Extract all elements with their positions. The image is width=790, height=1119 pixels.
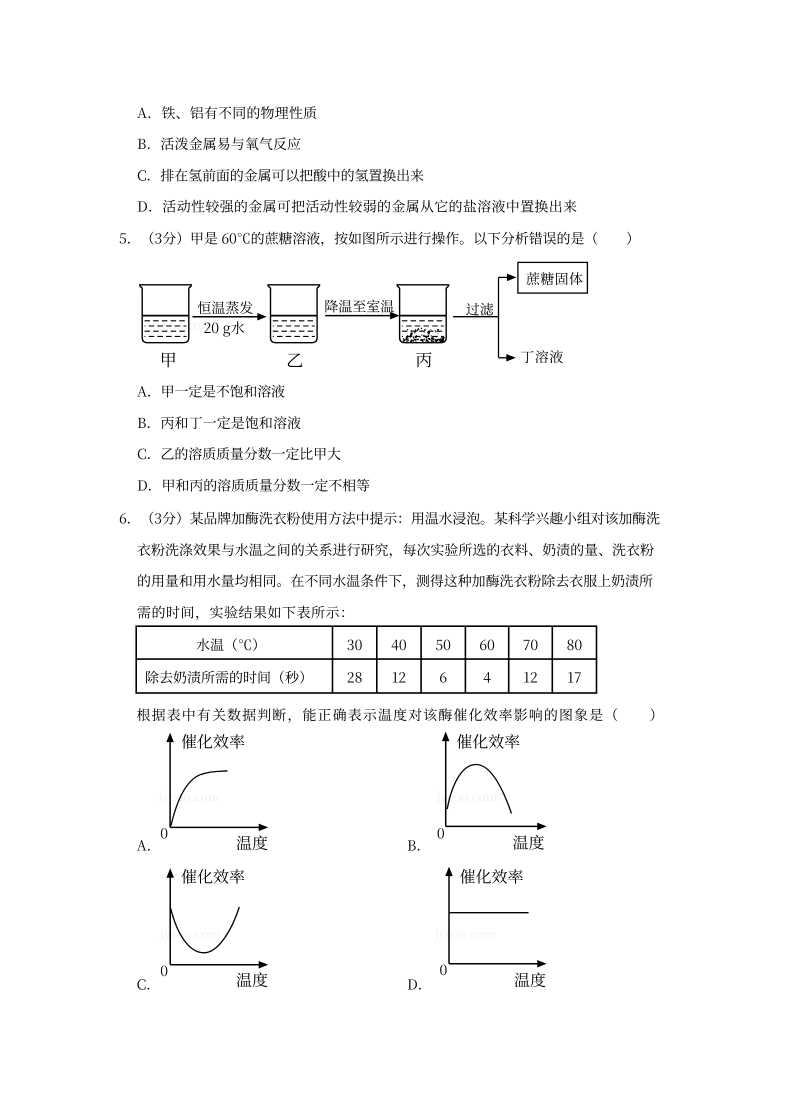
svg-text:A．铁、铝有不同的物理性质: A．铁、铝有不同的物理性质 (137, 103, 317, 123)
svg-text:温度: 温度 (513, 831, 545, 854)
svg-text:jyeoo.com: jyeoo.com (159, 926, 221, 943)
svg-text:jyeoo.com: jyeoo.com (158, 788, 220, 805)
svg-text:C．: C． (137, 975, 161, 995)
svg-text:A．甲一定是不饱和溶液: A．甲一定是不饱和溶液 (137, 382, 285, 402)
svg-text:根据表中有关数据判断，能正确表示温度对该酶催化效率影响的图象: 根据表中有关数据判断，能正确表示温度对该酶催化效率影响的图象是（ ） (137, 705, 664, 725)
svg-text:恒温蒸发: 恒温蒸发 (197, 298, 253, 318)
svg-text:0: 0 (437, 824, 445, 844)
svg-text:D．活动性较强的金属可把活动性较弱的金属从它的盐溶液中置换出: D．活动性较强的金属可把活动性较弱的金属从它的盐溶液中置换出来 (137, 197, 577, 217)
svg-text:衣粉洗涤效果与水温之间的关系进行研究，每次实验所选的衣料、奶: 衣粉洗涤效果与水温之间的关系进行研究，每次实验所选的衣料、奶渍的量、洗衣粉 (137, 540, 654, 560)
svg-text:5．（3分）甲是 60℃的蔗糖溶液，按如图所示进行操作。以下: 5．（3分）甲是 60℃的蔗糖溶液，按如图所示进行操作。以下分析错误的是（ ） (119, 229, 640, 249)
svg-text:0: 0 (440, 960, 448, 980)
svg-text:的用量和用水量均相同。在不同水温条件下，测得这种加酶洗衣粉除: 的用量和用水量均相同。在不同水温条件下，测得这种加酶洗衣粉除去衣服上奶渍所 (137, 571, 653, 591)
svg-text:需的时间，实验结果如下表所示：: 需的时间，实验结果如下表所示： (137, 602, 354, 622)
svg-text:12: 12 (523, 668, 538, 688)
svg-text:除去奶渍所需的时间（秒）: 除去奶渍所需的时间（秒） (145, 668, 313, 688)
svg-text:催化效率: 催化效率 (181, 865, 245, 888)
svg-text:17: 17 (567, 668, 581, 688)
svg-text:温度: 温度 (236, 968, 268, 991)
svg-text:甲: 甲 (160, 346, 177, 371)
svg-text:催化效率: 催化效率 (456, 730, 520, 753)
svg-text:80: 80 (567, 635, 583, 655)
svg-text:降温至室温: 降温至室温 (324, 297, 394, 317)
svg-text:催化效率: 催化效率 (181, 730, 245, 753)
svg-text:温度: 温度 (514, 968, 546, 991)
svg-text:C．乙的溶质质量分数一定比甲大: C．乙的溶质质量分数一定比甲大 (137, 444, 341, 464)
svg-text:0: 0 (160, 824, 168, 844)
svg-text:6．（3分）某品牌加酶洗衣粉使用方法中提示：用温水浸泡。某科: 6．（3分）某品牌加酶洗衣粉使用方法中提示：用温水浸泡。某科学兴趣小组对该加酶洗 (119, 509, 660, 529)
svg-text:40: 40 (391, 635, 407, 655)
svg-text:30: 30 (347, 635, 363, 655)
svg-text:50: 50 (435, 635, 451, 655)
svg-text:0: 0 (160, 961, 168, 981)
svg-text:B．: B． (407, 836, 430, 856)
svg-text:丙: 丙 (415, 346, 432, 371)
svg-text:乙: 乙 (286, 346, 303, 371)
svg-text:蔗糖固体: 蔗糖固体 (526, 269, 583, 289)
svg-text:D．: D． (407, 975, 432, 995)
svg-text:28: 28 (347, 668, 363, 688)
svg-text:B．丙和丁一定是饱和溶液: B．丙和丁一定是饱和溶液 (137, 413, 301, 433)
svg-text:温度: 温度 (236, 831, 268, 854)
svg-text:6: 6 (439, 668, 447, 688)
svg-text:A．: A． (137, 836, 161, 856)
svg-text:过滤: 过滤 (466, 300, 495, 320)
svg-text:丁溶液: 丁溶液 (520, 347, 563, 367)
svg-text:20 g水: 20 g水 (204, 318, 245, 338)
svg-text:12: 12 (392, 668, 407, 688)
svg-text:C．排在氢前面的金属可以把酸中的氢置换出来: C．排在氢前面的金属可以把酸中的氢置换出来 (137, 165, 424, 185)
svg-text:催化效率: 催化效率 (460, 865, 524, 888)
svg-text:B．活泼金属易与氧气反应: B．活泼金属易与氧气反应 (137, 134, 301, 154)
svg-text:60: 60 (479, 635, 495, 655)
svg-text:水温（℃）: 水温（℃） (196, 635, 266, 655)
svg-text:jyeoo.com: jyeoo.com (434, 926, 496, 943)
svg-text:4: 4 (483, 668, 491, 688)
svg-text:D．甲和丙的溶质质量分数一定不相等: D．甲和丙的溶质质量分数一定不相等 (137, 475, 370, 495)
svg-text:70: 70 (523, 635, 539, 655)
